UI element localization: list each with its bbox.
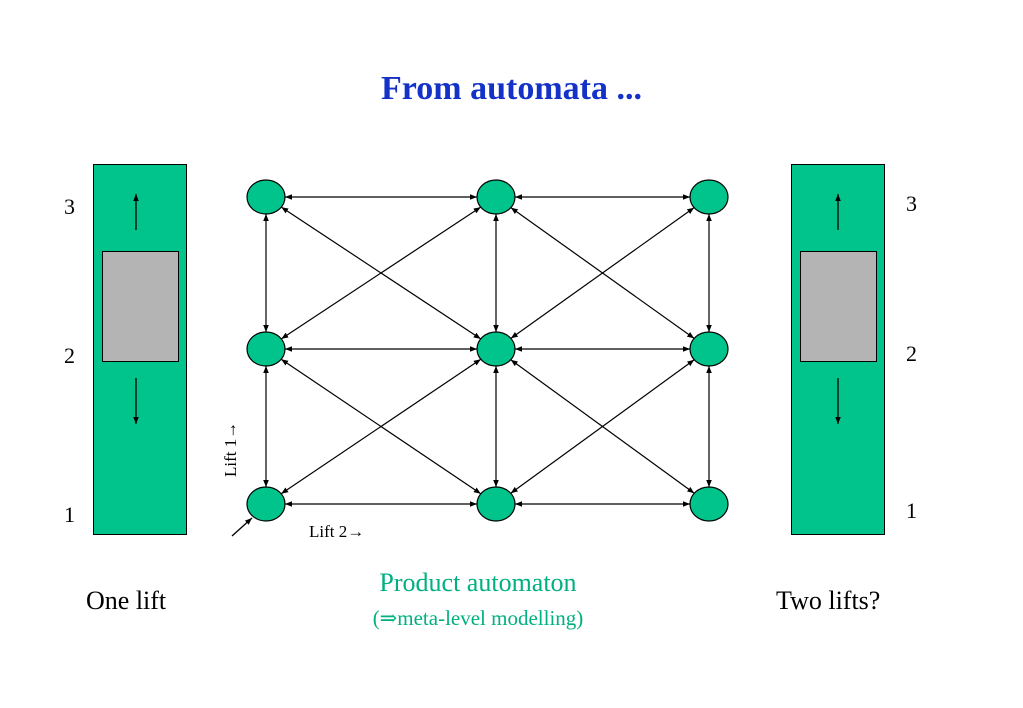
lift1-axis-label: Lift 1→ [221, 421, 240, 477]
left-lift-car [102, 251, 179, 362]
transition-s23-s32 [510, 359, 695, 494]
state-node-s21 [246, 331, 286, 367]
state-node-s33 [689, 486, 729, 522]
transition-s22-s31 [280, 358, 482, 495]
state-node-s13 [689, 179, 729, 215]
left-caption: One lift [86, 586, 167, 615]
right-caption: Two lifts? [776, 586, 881, 615]
left-floor-1: 1 [64, 502, 75, 527]
left-floor-2: 2 [64, 343, 75, 368]
state-node-s22 [476, 331, 516, 367]
state-node-s12 [476, 179, 516, 215]
product-subtitle: (⇒meta-level modelling) [372, 606, 584, 630]
transition-s13-s22 [510, 207, 695, 339]
state-node-s31 [246, 486, 286, 522]
initial-state-arrow [231, 517, 253, 537]
page-title: From automata ... [381, 70, 642, 107]
product-title: Product automaton [379, 568, 577, 597]
state-node-s32 [476, 486, 516, 522]
right-floor-1: 1 [906, 498, 917, 523]
transition-s12-s21 [280, 206, 482, 340]
right-floor-3: 3 [906, 191, 917, 216]
state-node-s11 [246, 179, 286, 215]
left-floor-3: 3 [64, 194, 75, 219]
right-lift-car [800, 251, 877, 362]
state-node-s23 [689, 331, 729, 367]
right-floor-2: 2 [906, 341, 917, 366]
lift2-axis-label: Lift 2→ [309, 522, 365, 541]
